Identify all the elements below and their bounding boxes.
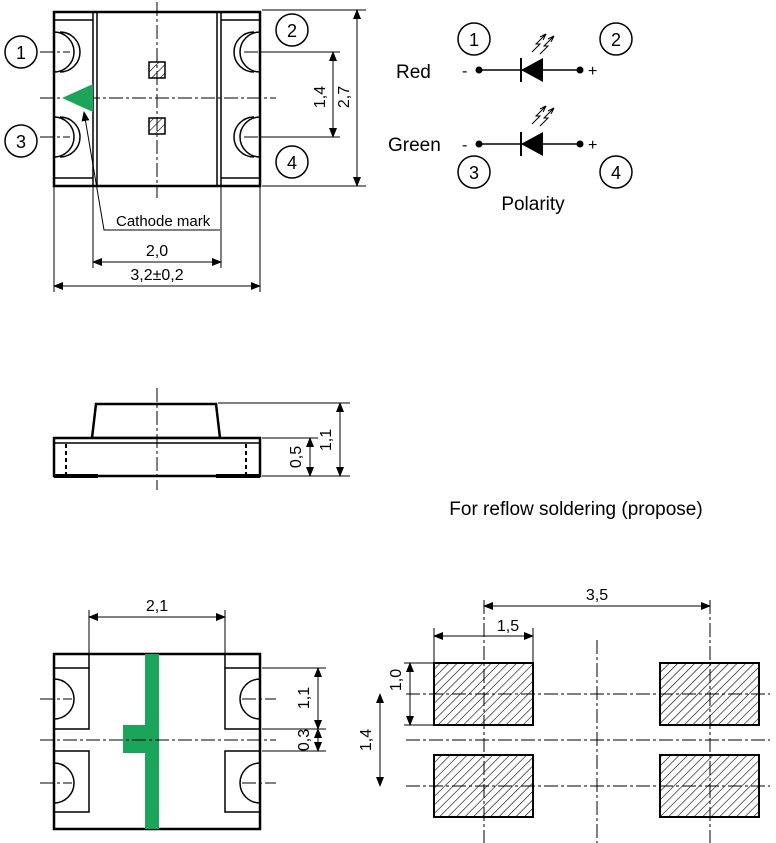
dim-bottom-width: 2,1 — [146, 598, 168, 615]
polarity-diagram: 1 2 3 4 Red - + Green - + — [388, 22, 633, 215]
pin4-label: 4 — [287, 153, 297, 173]
dim-bottom-gap: 0,3 — [296, 729, 313, 751]
dim-footprint-row-pitch: 1,4 — [358, 729, 375, 751]
polarity-pin1: 1 — [469, 30, 479, 50]
polarity-pin4: 4 — [611, 163, 621, 183]
dim-footprint-pad-w: 1,5 — [497, 618, 519, 635]
chip-red — [148, 61, 166, 79]
bottom-view: 2,1 1,1 0,3 — [40, 598, 326, 831]
pin4-circle — [275, 145, 309, 179]
green-plus: + — [588, 137, 597, 154]
cathode-mark-label: Cathode mark — [116, 213, 211, 230]
green-minus: - — [462, 137, 467, 154]
side-view: 0,5 1,1 — [52, 388, 350, 490]
red-diode-symbol — [521, 58, 543, 82]
dim-footprint-pitch: 3,5 — [586, 587, 608, 604]
dim-height-total: 2,7 — [336, 86, 353, 108]
pin3-label: 3 — [16, 132, 26, 152]
red-plus: + — [588, 63, 597, 80]
green-label: Green — [388, 135, 441, 156]
chip-green — [148, 117, 166, 135]
pin3-circle — [4, 124, 38, 158]
footprint: 3,5 1,5 1,0 1,4 — [358, 587, 770, 843]
dim-width-inner: 2,0 — [146, 243, 168, 260]
dim-height-inner: 1,4 — [312, 86, 329, 108]
dim-bottom-pad: 1,1 — [296, 687, 313, 709]
polarity-pin2: 2 — [611, 30, 621, 50]
dim-side-height: 1,1 — [318, 429, 335, 451]
dim-footprint-pad-h: 1,0 — [388, 669, 405, 691]
top-view: 1 3 2 4 Cathode mark 2,0 3,2±0,2 1,4 2,7 — [4, 2, 366, 292]
pin1-circle — [4, 35, 38, 69]
cathode-mark — [62, 84, 93, 112]
reflow-title: For reflow soldering (propose) — [449, 499, 702, 520]
dim-side-pad: 0,5 — [288, 446, 305, 468]
polarity-pin3: 3 — [469, 163, 479, 183]
pin2-label: 2 — [287, 21, 297, 41]
polarity-caption: Polarity — [501, 194, 565, 215]
green-diode-symbol — [521, 132, 543, 156]
dim-width-total: 3,2±0,2 — [130, 267, 183, 284]
red-label: Red — [396, 62, 431, 83]
pin1-label: 1 — [16, 43, 26, 63]
pin2-circle — [275, 13, 309, 47]
red-minus: - — [462, 63, 467, 80]
bottom-cathode-tab — [123, 725, 159, 753]
